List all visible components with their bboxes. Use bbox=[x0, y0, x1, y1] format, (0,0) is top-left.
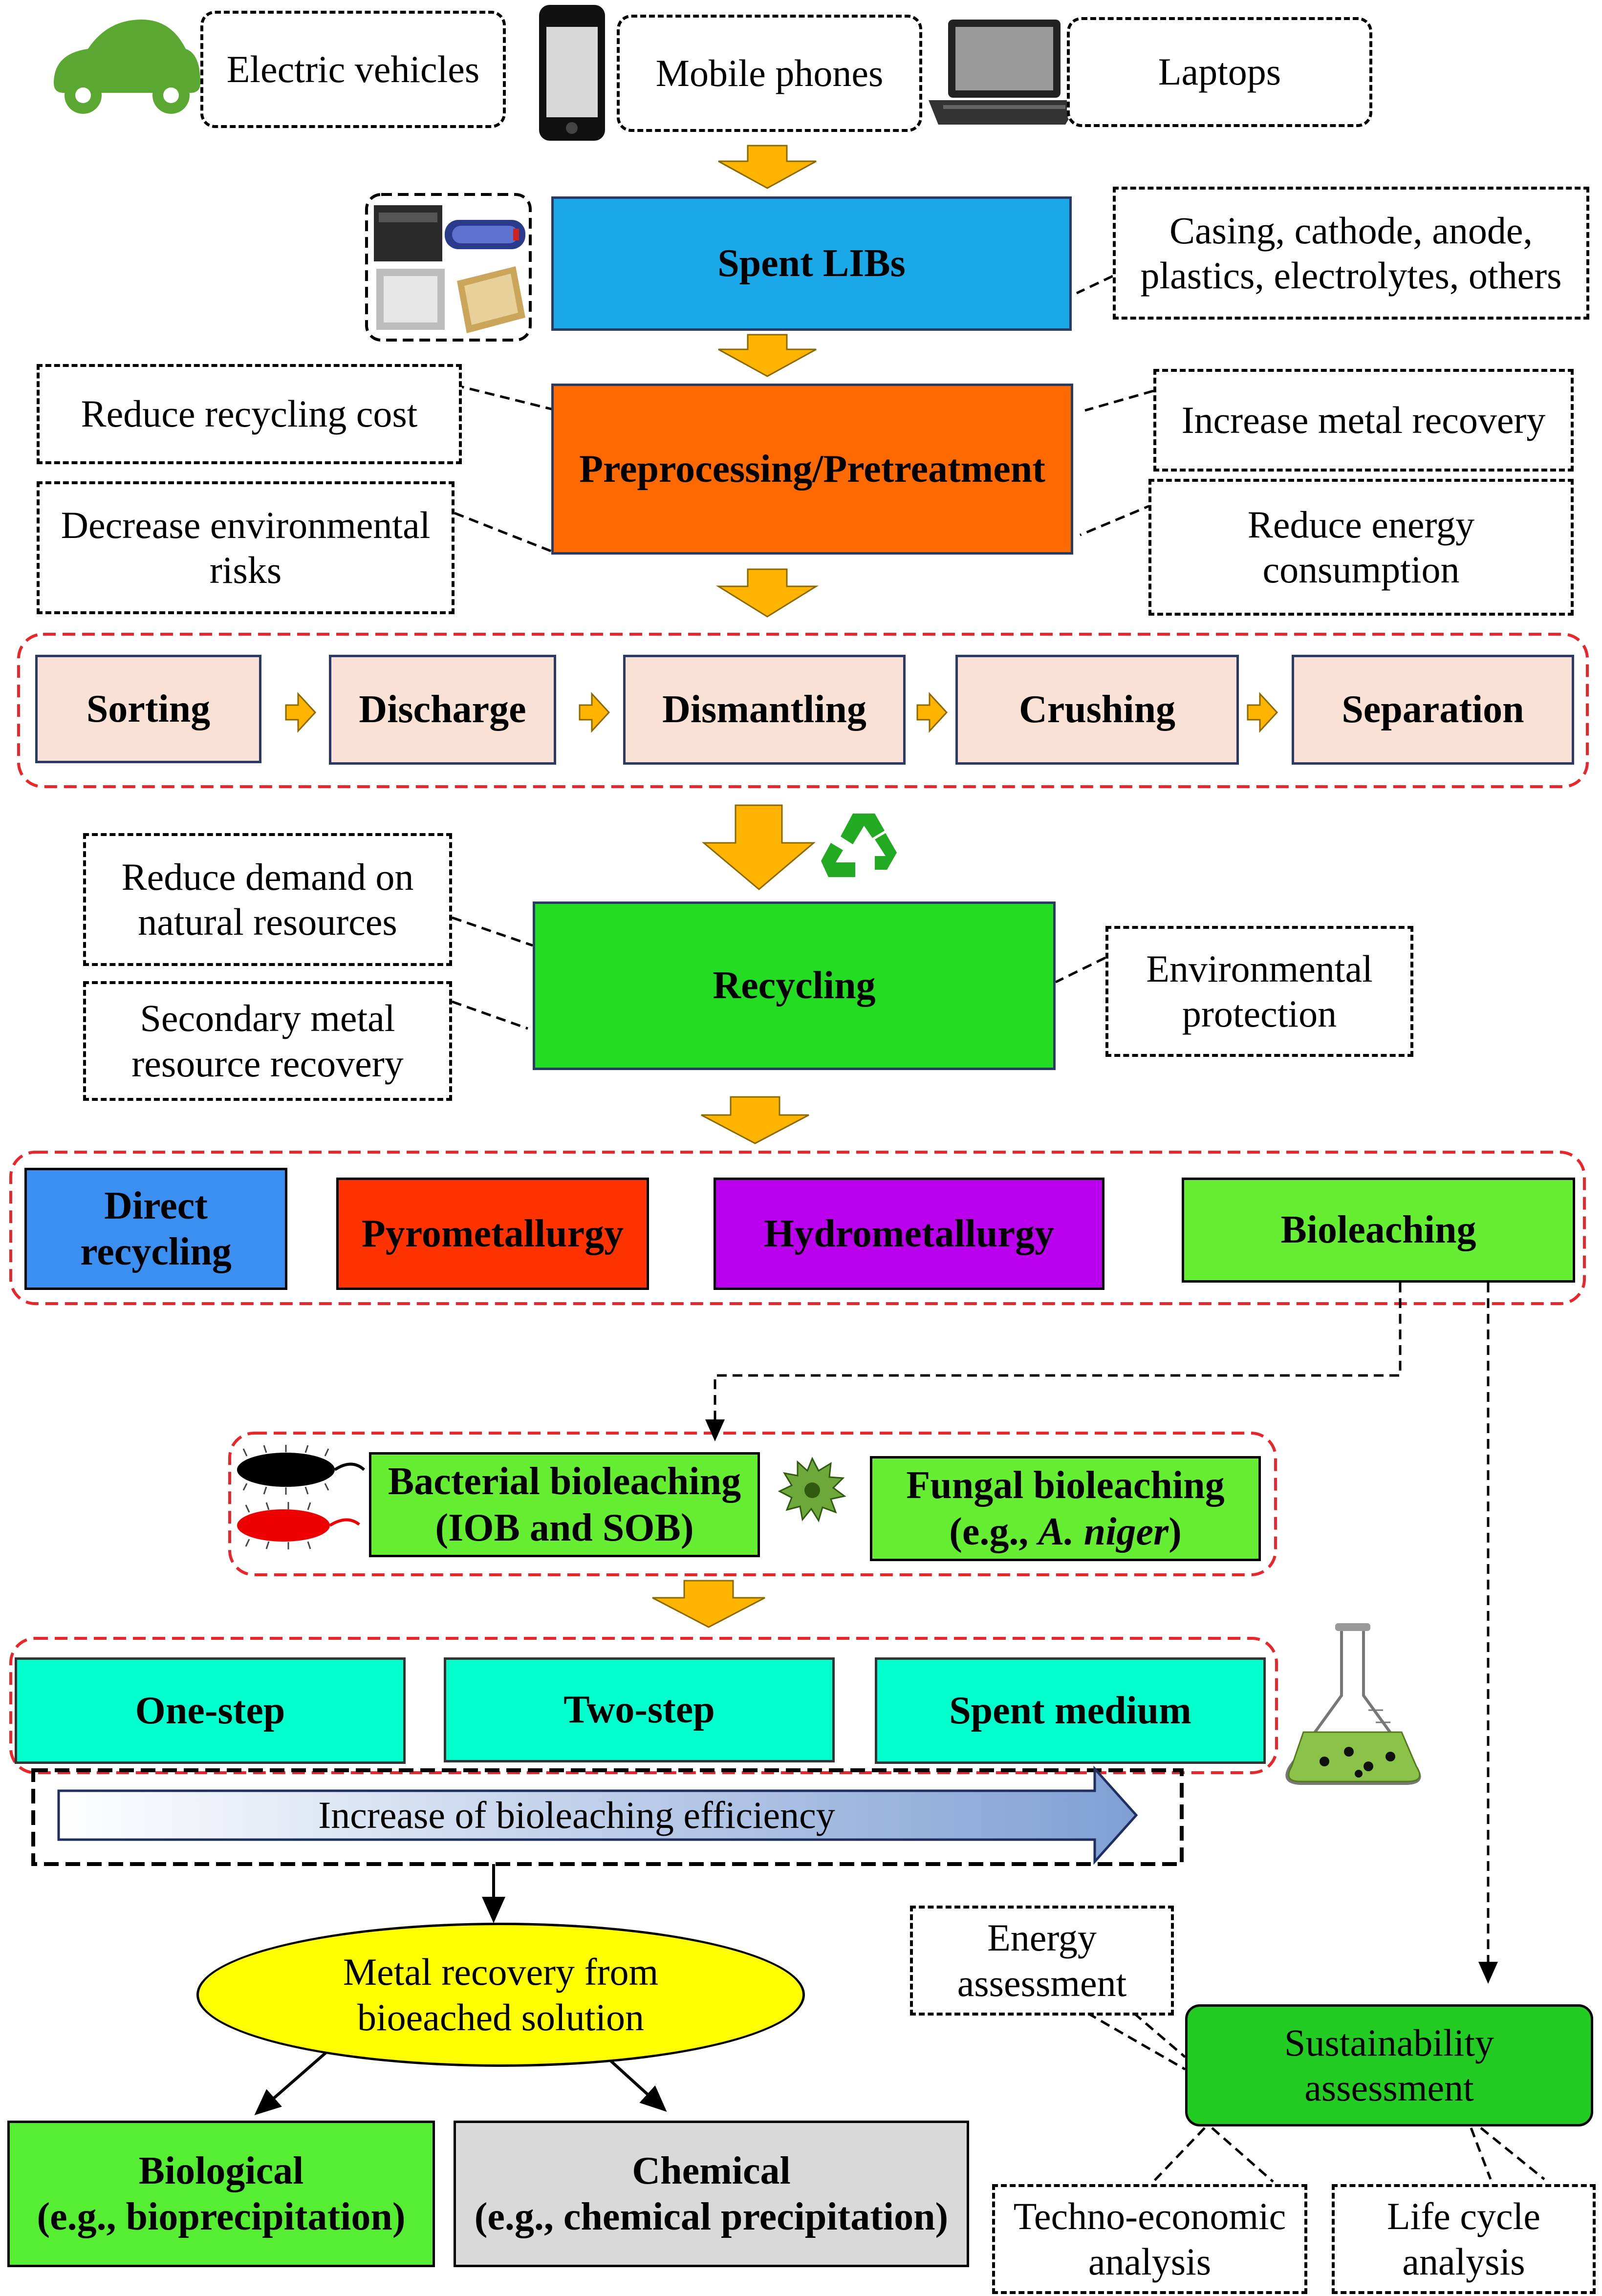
efficiency-frame bbox=[31, 1768, 1184, 1866]
step-sorting: Sorting bbox=[35, 655, 261, 763]
fungal-bioleaching-title: Fungal bioleaching bbox=[906, 1464, 1225, 1507]
electric-vehicles-label: Electric vehicles bbox=[200, 11, 506, 128]
down-arrow-icon bbox=[718, 334, 817, 377]
step-separation: Separation bbox=[1292, 655, 1574, 765]
biological-recovery-box: Biological (e.g., bioprecipitation) bbox=[7, 2121, 435, 2267]
right-arrow-icon bbox=[579, 692, 610, 733]
step-crushing: Crushing bbox=[955, 655, 1239, 765]
bioleaching-group-frame bbox=[228, 1432, 1277, 1576]
efficiency-label: Increase of bioleaching efficiency bbox=[318, 1793, 835, 1836]
bacterial-bioleaching-box: Bacterial bioleaching (IOB and SOB) bbox=[369, 1452, 760, 1557]
techno-economic-label: Techno-economic analysis bbox=[992, 2184, 1307, 2294]
secondary-metal-label: Secondary metal resource recovery bbox=[83, 981, 452, 1101]
flask-icon bbox=[1285, 1623, 1421, 1785]
reduce-demand-label: Reduce demand on natural resources bbox=[83, 833, 452, 966]
down-arrow-icon bbox=[701, 804, 816, 890]
fungal-species: A. niger bbox=[1038, 1510, 1169, 1553]
fungal-spore-icon bbox=[778, 1457, 846, 1523]
direct-recycling-box: Direct recycling bbox=[24, 1168, 287, 1290]
spent-libs-box: Spent LIBs bbox=[551, 196, 1072, 331]
recycling-box: Recycling bbox=[533, 901, 1056, 1070]
modes-group-frame bbox=[9, 1637, 1278, 1774]
right-arrow-icon bbox=[285, 692, 317, 733]
right-arrow-icon bbox=[1247, 692, 1278, 733]
down-arrow-icon bbox=[718, 145, 817, 189]
mode-one-step: One-step bbox=[15, 1657, 406, 1764]
battery-components-label: Casing, cathode, anode, plastics, electr… bbox=[1113, 187, 1589, 320]
chemical-recovery-box: Chemical (e.g., chemical precipitation) bbox=[454, 2121, 969, 2267]
fungal-bioleaching-box: Fungal bioleaching (e.g., A. niger) bbox=[870, 1456, 1261, 1561]
battery-photos-icon bbox=[374, 205, 525, 333]
battery-photo-frame bbox=[365, 193, 532, 342]
mode-spent-medium: Spent medium bbox=[875, 1657, 1266, 1764]
laptops-label: Laptops bbox=[1067, 17, 1372, 127]
bioleaching-box: Bioleaching bbox=[1182, 1178, 1575, 1283]
laptop-icon bbox=[929, 20, 1080, 125]
energy-assessment-label: Energy assessment bbox=[910, 1906, 1174, 2016]
steps-group-frame bbox=[17, 633, 1589, 788]
fungal-bioleaching-example: (e.g., A. niger) bbox=[949, 1510, 1182, 1553]
reduce-energy-consumption-label: Reduce energy consumption bbox=[1148, 479, 1574, 616]
reduce-recycling-cost-label: Reduce recycling cost bbox=[37, 364, 462, 464]
right-arrow-icon bbox=[916, 692, 948, 733]
hydrometallurgy-box: Hydrometallurgy bbox=[714, 1178, 1104, 1290]
methods-group-frame bbox=[9, 1151, 1586, 1305]
down-arrow-icon bbox=[701, 1096, 809, 1144]
decrease-environmental-risks-label: Decrease environmental risks bbox=[37, 481, 455, 614]
phone-icon bbox=[539, 5, 605, 141]
mode-two-step: Two-step bbox=[444, 1657, 835, 1762]
bacteria-icon bbox=[237, 1445, 366, 1549]
metal-recovery-ellipse: Metal recovery from bioeached solution bbox=[196, 1923, 805, 2067]
step-discharge: Discharge bbox=[329, 655, 556, 765]
efficiency-arrow-icon bbox=[57, 1765, 1138, 1865]
pyrometallurgy-box: Pyrometallurgy bbox=[336, 1178, 649, 1290]
recycle-icon bbox=[821, 814, 897, 877]
sustainability-assessment-box: Sustainability assessment bbox=[1185, 2004, 1593, 2126]
preprocessing-box: Preprocessing/Pretreatment bbox=[551, 384, 1073, 555]
increase-metal-recovery-label: Increase metal recovery bbox=[1153, 369, 1574, 472]
car-icon bbox=[54, 20, 200, 114]
mobile-phones-label: Mobile phones bbox=[617, 15, 922, 132]
down-arrow-icon bbox=[652, 1580, 765, 1628]
down-arrow-icon bbox=[715, 568, 819, 618]
environmental-protection-label: Environmental protection bbox=[1105, 926, 1413, 1057]
step-dismantling: Dismantling bbox=[623, 655, 906, 765]
life-cycle-label: Life cycle analysis bbox=[1332, 2184, 1596, 2294]
